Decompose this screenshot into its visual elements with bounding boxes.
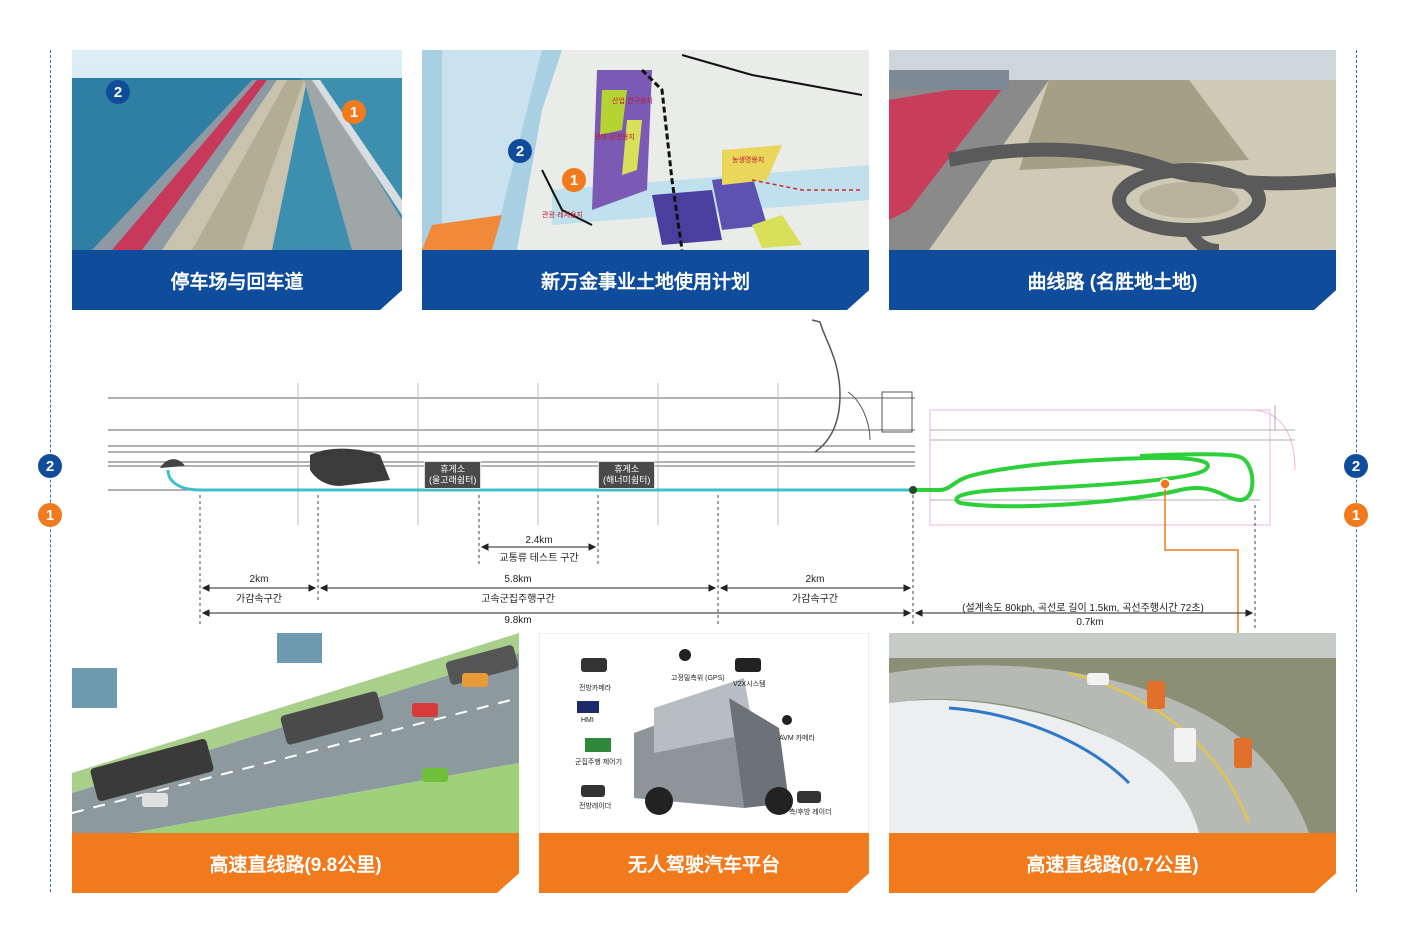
part-v2x: V2X시스템 — [733, 681, 766, 688]
curve-spec: (설계속도 80kph, 곡선로 길이 1.5km, 곡선주행시간 72초) — [962, 603, 1204, 614]
total-distance: 9.8km — [504, 615, 532, 626]
accel-right-distance: 2km — [805, 574, 825, 585]
caption-land-use: 新万金事业土地使用计划 — [422, 250, 869, 310]
map-label-eco: 생태·환경용지 — [594, 134, 635, 141]
accel-right-label: 가감속구간 — [792, 594, 838, 605]
caption-curve-road: 曲线路 (名胜地土地) — [889, 250, 1336, 310]
part-side-rear-radar: 측/후방 레이더 — [789, 809, 832, 816]
panel-truck-platform: 전방카메라 고정밀측위 (GPS) V2X시스템 HMI AVM 카메라 군집주… — [539, 633, 869, 893]
rest-area-ulgorae: 휴게소 (울고래쉼터) — [424, 461, 482, 489]
right-marker-1: 1 — [1344, 503, 1368, 527]
caption-highway-0-7km: 高速直线路(0.7公里) — [889, 833, 1336, 893]
caption-highway-9-8km: 高速直线路(9.8公里) — [72, 833, 519, 893]
panel-land-use-plan: 2 1 생태·환경용지 산업·연구용지 농생명용지 관광·레저용지 新万金事业土… — [422, 50, 869, 310]
map-label-agri: 농생명용지 — [732, 157, 765, 164]
map-marker-1b: 1 — [562, 168, 586, 192]
accel-left-label: 가감속구간 — [236, 594, 282, 605]
rest-area-haenami: 휴게소 (해너미쉼터) — [598, 461, 656, 489]
map-marker-2b: 2 — [508, 139, 532, 163]
traffic-test-distance: 2.4km — [525, 535, 553, 546]
map-marker-1: 1 — [342, 100, 366, 124]
panel-curve-road: 曲线路 (名胜地土地) — [889, 50, 1336, 310]
map-label-tourism: 관광·레저용지 — [542, 212, 583, 219]
map-label-industry: 산업·연구용지 — [612, 98, 653, 105]
panel-highway-9-8km: 高速直线路(9.8公里) — [72, 633, 519, 893]
part-avm-camera: AVM 카메라 — [779, 735, 815, 742]
right-marker-2: 2 — [1344, 454, 1368, 478]
platoon-label: 고속군집주행구간 — [481, 594, 555, 605]
part-front-camera: 전방카메라 — [579, 685, 612, 692]
part-platoon-controller: 군집주행 제어기 — [575, 759, 623, 766]
part-hmi: HMI — [581, 717, 594, 724]
caption-parking: 停车场与回车道 — [72, 250, 402, 310]
caption-truck-platform: 无人驾驶汽车平台 — [539, 833, 869, 893]
curve-road-photo — [889, 50, 1336, 250]
panel-parking-turnaround: 2 1 停车场与回车道 — [72, 50, 402, 310]
panel-highway-0-7km: 高速直线路(0.7公里) — [889, 633, 1336, 893]
accel-left-distance: 2km — [249, 574, 269, 585]
left-marker-1: 1 — [38, 503, 62, 527]
left-marker-2: 2 — [38, 454, 62, 478]
platooning-illustration — [72, 633, 519, 833]
truck-illustration — [539, 633, 869, 833]
curve-test-photo — [889, 633, 1336, 833]
curve-distance: 0.7km — [1076, 617, 1104, 628]
map-marker-2: 2 — [106, 80, 130, 104]
land-use-map — [422, 50, 869, 250]
part-gps: 고정밀측위 (GPS) — [671, 675, 725, 682]
traffic-test-label: 교통류 테스트 구간 — [499, 553, 579, 564]
part-front-radar: 전방레이더 — [579, 803, 612, 810]
platoon-distance: 5.8km — [504, 574, 532, 585]
parking-photo — [72, 50, 402, 250]
